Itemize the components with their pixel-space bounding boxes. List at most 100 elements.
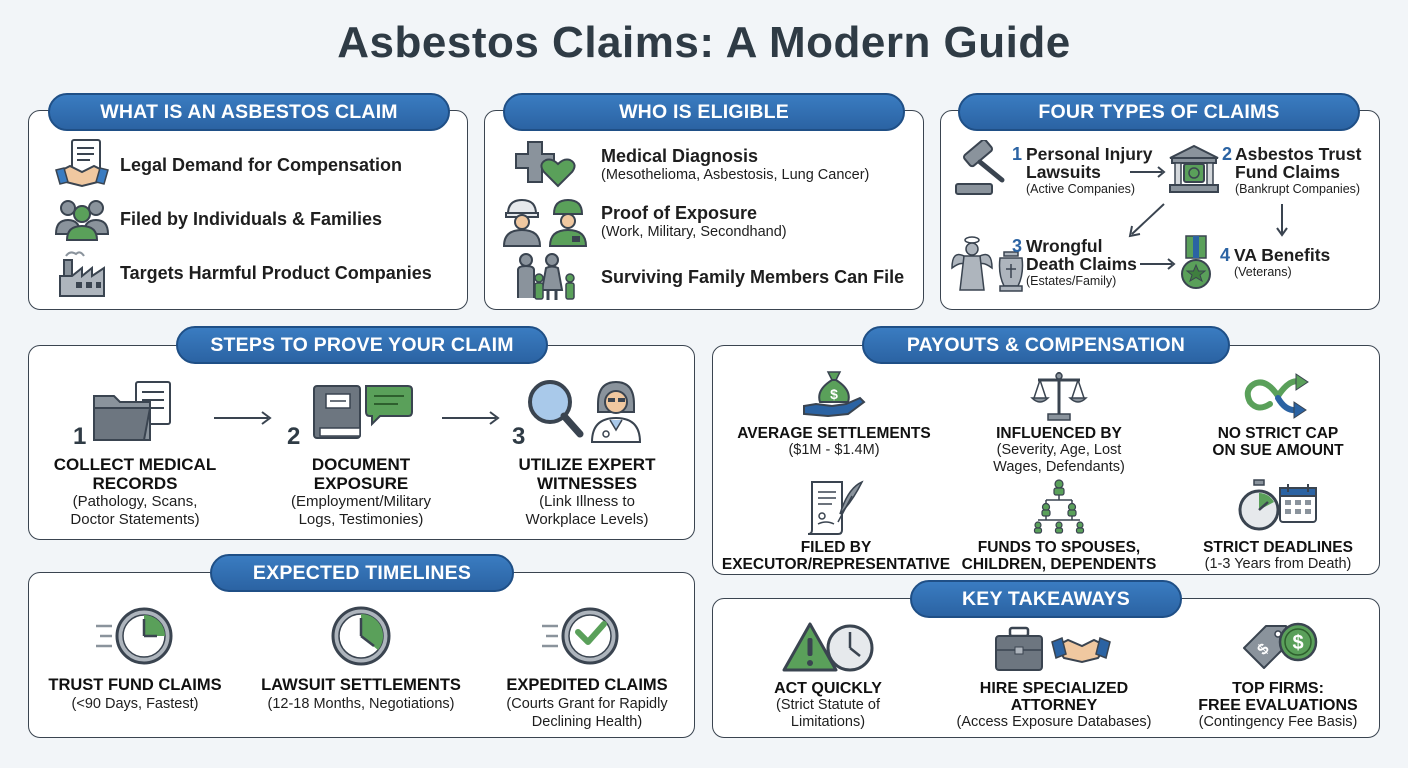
payout-1-title-l1: AVERAGE SETTLEMENTS — [737, 425, 931, 442]
arrow-2-to-4 — [1274, 202, 1290, 238]
page-title: Asbestos Claims: A Modern Guide — [337, 18, 1071, 67]
type-2-num: 2 — [1222, 144, 1233, 164]
timeline-1-sub: (<90 Days, Fastest) — [30, 695, 240, 713]
infinity-arrow-icon — [1242, 372, 1314, 422]
type-3-title-l1: Wrongful — [1026, 236, 1103, 256]
payout-4-title: FILED BY EXECUTOR/REPRESENTATIVE — [714, 539, 958, 573]
timeline-1-title: TRUST FUND CLAIMS — [48, 676, 222, 694]
payout-3-title-l1: NO STRICT CAP — [1217, 425, 1339, 442]
payout-6-title-l1: STRICT DEADLINES — [1203, 539, 1353, 556]
fast-clock-icon — [94, 604, 176, 668]
payout-5-title-l1: FUNDS TO SPOUSES, — [977, 539, 1141, 556]
payout-1-sub: ($1M - $1.4M) — [724, 442, 944, 459]
price-tag-coin-icon: $ $ — [1240, 618, 1320, 676]
eligible-header: WHO IS ELIGIBLE — [503, 93, 905, 131]
type-1-sub: (Active Companies) — [1026, 182, 1136, 196]
step-3-title: UTILIZE EXPERT WITNESSES — [492, 455, 682, 493]
type-3-title-l2: Death Claims — [1026, 254, 1137, 274]
type-1-title-l2: Lawsuits — [1026, 162, 1101, 182]
timeline-3-sub: (Courts Grant for Rapidly Declining Heal… — [482, 695, 692, 731]
step-3-title-l2: WITNESSES — [536, 474, 638, 493]
magnifier-doctor-icon — [526, 378, 644, 444]
types-header: FOUR TYPES OF CLAIMS — [958, 93, 1360, 131]
takeaway-2-title-l2: ATTORNEY — [1010, 697, 1098, 714]
bank-icon — [1166, 142, 1222, 198]
timelines-header: EXPECTED TIMELINES — [210, 554, 514, 592]
type-4-sub: (Veterans) — [1234, 265, 1292, 279]
step-1-title-l2: RECORDS — [92, 474, 178, 493]
timeline-2-title: LAWSUIT SETTLEMENTS — [261, 676, 461, 694]
payouts-header: PAYOUTS & COMPENSATION — [862, 326, 1230, 364]
clock-icon — [330, 604, 392, 668]
type-1-title-l1: Personal Injury — [1026, 144, 1153, 164]
payout-3-title-l2: ON SUE AMOUNT — [1212, 442, 1344, 459]
takeaway-2-sub-l1: (Access Exposure Databases) — [956, 714, 1152, 730]
takeaway-2-title: HIRE SPECIALIZED ATTORNEY — [944, 680, 1164, 714]
eligible-item-3-label: Surviving Family Members Can File — [601, 267, 905, 287]
step-2-sub: (Employment/Military Logs, Testimonies) — [256, 493, 466, 529]
fast-clock-check-icon — [540, 604, 622, 668]
takeaway-1-title-l1: ACT QUICKLY — [774, 680, 882, 697]
briefcase-handshake-icon — [994, 624, 1114, 676]
warning-clock-icon — [782, 620, 876, 676]
takeaway-2-title-l1: HIRE SPECIALIZED — [979, 680, 1129, 697]
takeaway-3-title: TOP FIRMS: FREE EVALUATIONS — [1168, 680, 1388, 714]
family-icon — [512, 252, 578, 302]
medal-icon — [1178, 234, 1214, 292]
step-2-sub-l2: Logs, Testimonies) — [298, 511, 424, 528]
step-1-sub-l1: (Pathology, Scans, — [72, 493, 198, 510]
type-2-title-l1: Asbestos Trust — [1235, 144, 1362, 164]
step-2-num: 2 — [287, 423, 301, 450]
scales-icon — [1030, 368, 1088, 422]
what-item-1: Legal Demand for Compensation — [120, 155, 403, 175]
arrow-2-to-3 — [1124, 200, 1168, 240]
type-2-sub: (Bankrupt Companies) — [1235, 182, 1361, 196]
book-chat-icon — [310, 382, 414, 442]
takeaway-1-sub: (Strict Statute of Limitations) — [718, 697, 938, 731]
step-3-num: 3 — [512, 423, 526, 450]
payout-3-title: NO STRICT CAP ON SUE AMOUNT — [1168, 425, 1388, 459]
medical-cross-heart-icon — [512, 138, 576, 190]
timeline-3-sub-l1: (Courts Grant for Rapidly — [506, 696, 668, 712]
svg-text:$: $ — [830, 386, 838, 402]
timeline-1-sub-l1: (<90 Days, Fastest) — [71, 696, 199, 712]
payout-5-title: FUNDS TO SPOUSES, CHILDREN, DEPENDENTS — [949, 539, 1169, 573]
eligible-item-1-label: Medical Diagnosis — [601, 146, 759, 166]
type-1-num: 1 — [1012, 144, 1023, 164]
step-3-sub: (Link Illness to Workplace Levels) — [492, 493, 682, 529]
takeaway-1-sub-l1: (Strict Statute of — [776, 697, 880, 713]
payout-6-title: STRICT DEADLINES — [1168, 539, 1388, 556]
step-2-title-l2: EXPOSURE — [313, 474, 409, 493]
type-4-num: 4 — [1220, 245, 1231, 265]
payout-4-title-l2: EXECUTOR/REPRESENTATIVE — [721, 556, 951, 573]
step-1-sub: (Pathology, Scans, Doctor Statements) — [40, 493, 230, 529]
what-item-3: Targets Harmful Product Companies — [120, 263, 432, 283]
money-bag-hand-icon: $ — [802, 368, 866, 420]
eligible-item-2-label: Proof of Exposure — [601, 203, 758, 223]
payout-5-title-l2: CHILDREN, DEPENDENTS — [961, 556, 1157, 573]
payout-2-title: INFLUENCED BY — [949, 425, 1169, 442]
payout-6-sub-l1: (1-3 Years from Death) — [1204, 556, 1352, 572]
family-tree-icon — [1032, 478, 1086, 534]
takeaway-1-title: ACT QUICKLY — [718, 680, 938, 697]
step-arrow-2 — [440, 410, 502, 426]
worker-soldier-icon — [500, 196, 594, 248]
payout-1-title: AVERAGE SETTLEMENTS — [724, 425, 944, 442]
takeaway-3-sub-l1: (Contingency Fee Basis) — [1198, 714, 1358, 730]
step-3-sub-l2: Workplace Levels) — [525, 511, 649, 528]
folder-documents-icon — [92, 378, 180, 444]
payout-2-title-l1: INFLUENCED BY — [996, 425, 1122, 442]
arrow-1-to-2 — [1128, 164, 1168, 180]
arrow-3-to-4 — [1138, 256, 1178, 272]
payout-2-sub-l1: (Severity, Age, Lost — [996, 442, 1122, 458]
angel-urn-icon — [950, 234, 1026, 294]
takeaway-3-title-l1: TOP FIRMS: — [1232, 680, 1324, 697]
step-2-title-l1: DOCUMENT — [311, 455, 411, 474]
step-3-title-l1: UTILIZE EXPERT — [518, 455, 656, 474]
takeaway-2-sub: (Access Exposure Databases) — [934, 714, 1174, 731]
timeline-3-title: EXPEDITED CLAIMS — [506, 676, 668, 694]
what-item-2: Filed by Individuals & Families — [120, 209, 383, 229]
timeline-2-sub-l1: (12-18 Months, Negotiations) — [267, 696, 455, 712]
step-2-sub-l1: (Employment/Military — [290, 493, 432, 510]
stopwatch-calendar-icon — [1238, 478, 1320, 536]
